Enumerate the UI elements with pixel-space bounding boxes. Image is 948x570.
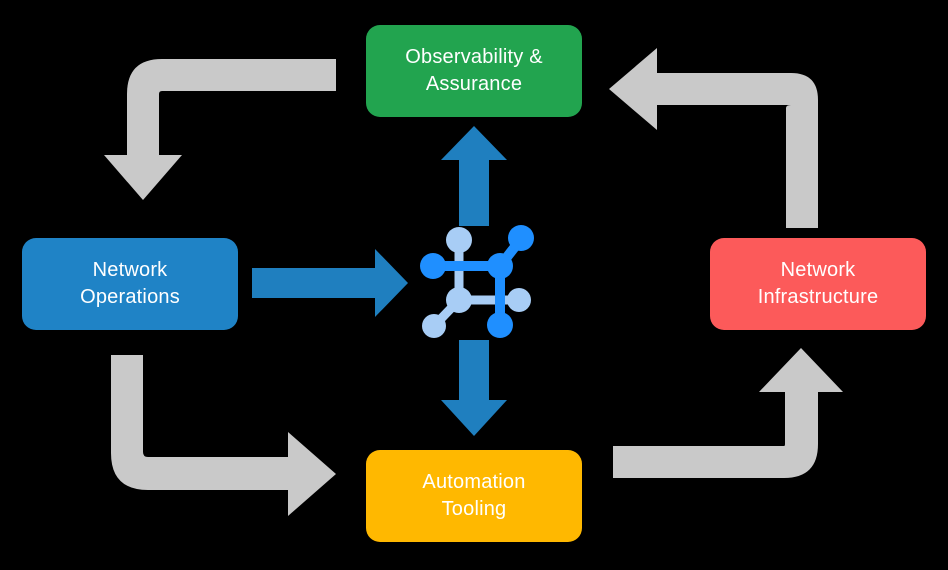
- blue-arrow-operations-to-center: [252, 249, 408, 317]
- gray-arrow-automation-to-infrastructure: [613, 348, 843, 478]
- node-label-network-operations: Network Operations: [80, 259, 180, 308]
- blue-arrow-center-to-observability: [441, 126, 507, 226]
- node-box-network-operations[interactable]: Network Operations: [22, 238, 238, 330]
- node-label-automation-tooling: Automation Tooling: [422, 471, 526, 520]
- node-box-network-infrastructure[interactable]: Network Infrastructure: [710, 238, 926, 330]
- node-label-observability: Observability & Assurance: [405, 46, 543, 95]
- gray-arrow-observability-to-operations: [104, 59, 336, 200]
- blue-arrow-center-to-automation: [441, 340, 507, 436]
- network-topology-icon: [420, 225, 534, 338]
- gray-arrow-infrastructure-to-observability: [609, 48, 818, 228]
- gray-arrow-operations-to-automation: [111, 355, 336, 516]
- node-label-network-infrastructure: Network Infrastructure: [757, 259, 879, 308]
- node-box-observability[interactable]: Observability & Assurance: [366, 25, 582, 117]
- node-box-automation-tooling[interactable]: Automation Tooling: [366, 450, 582, 542]
